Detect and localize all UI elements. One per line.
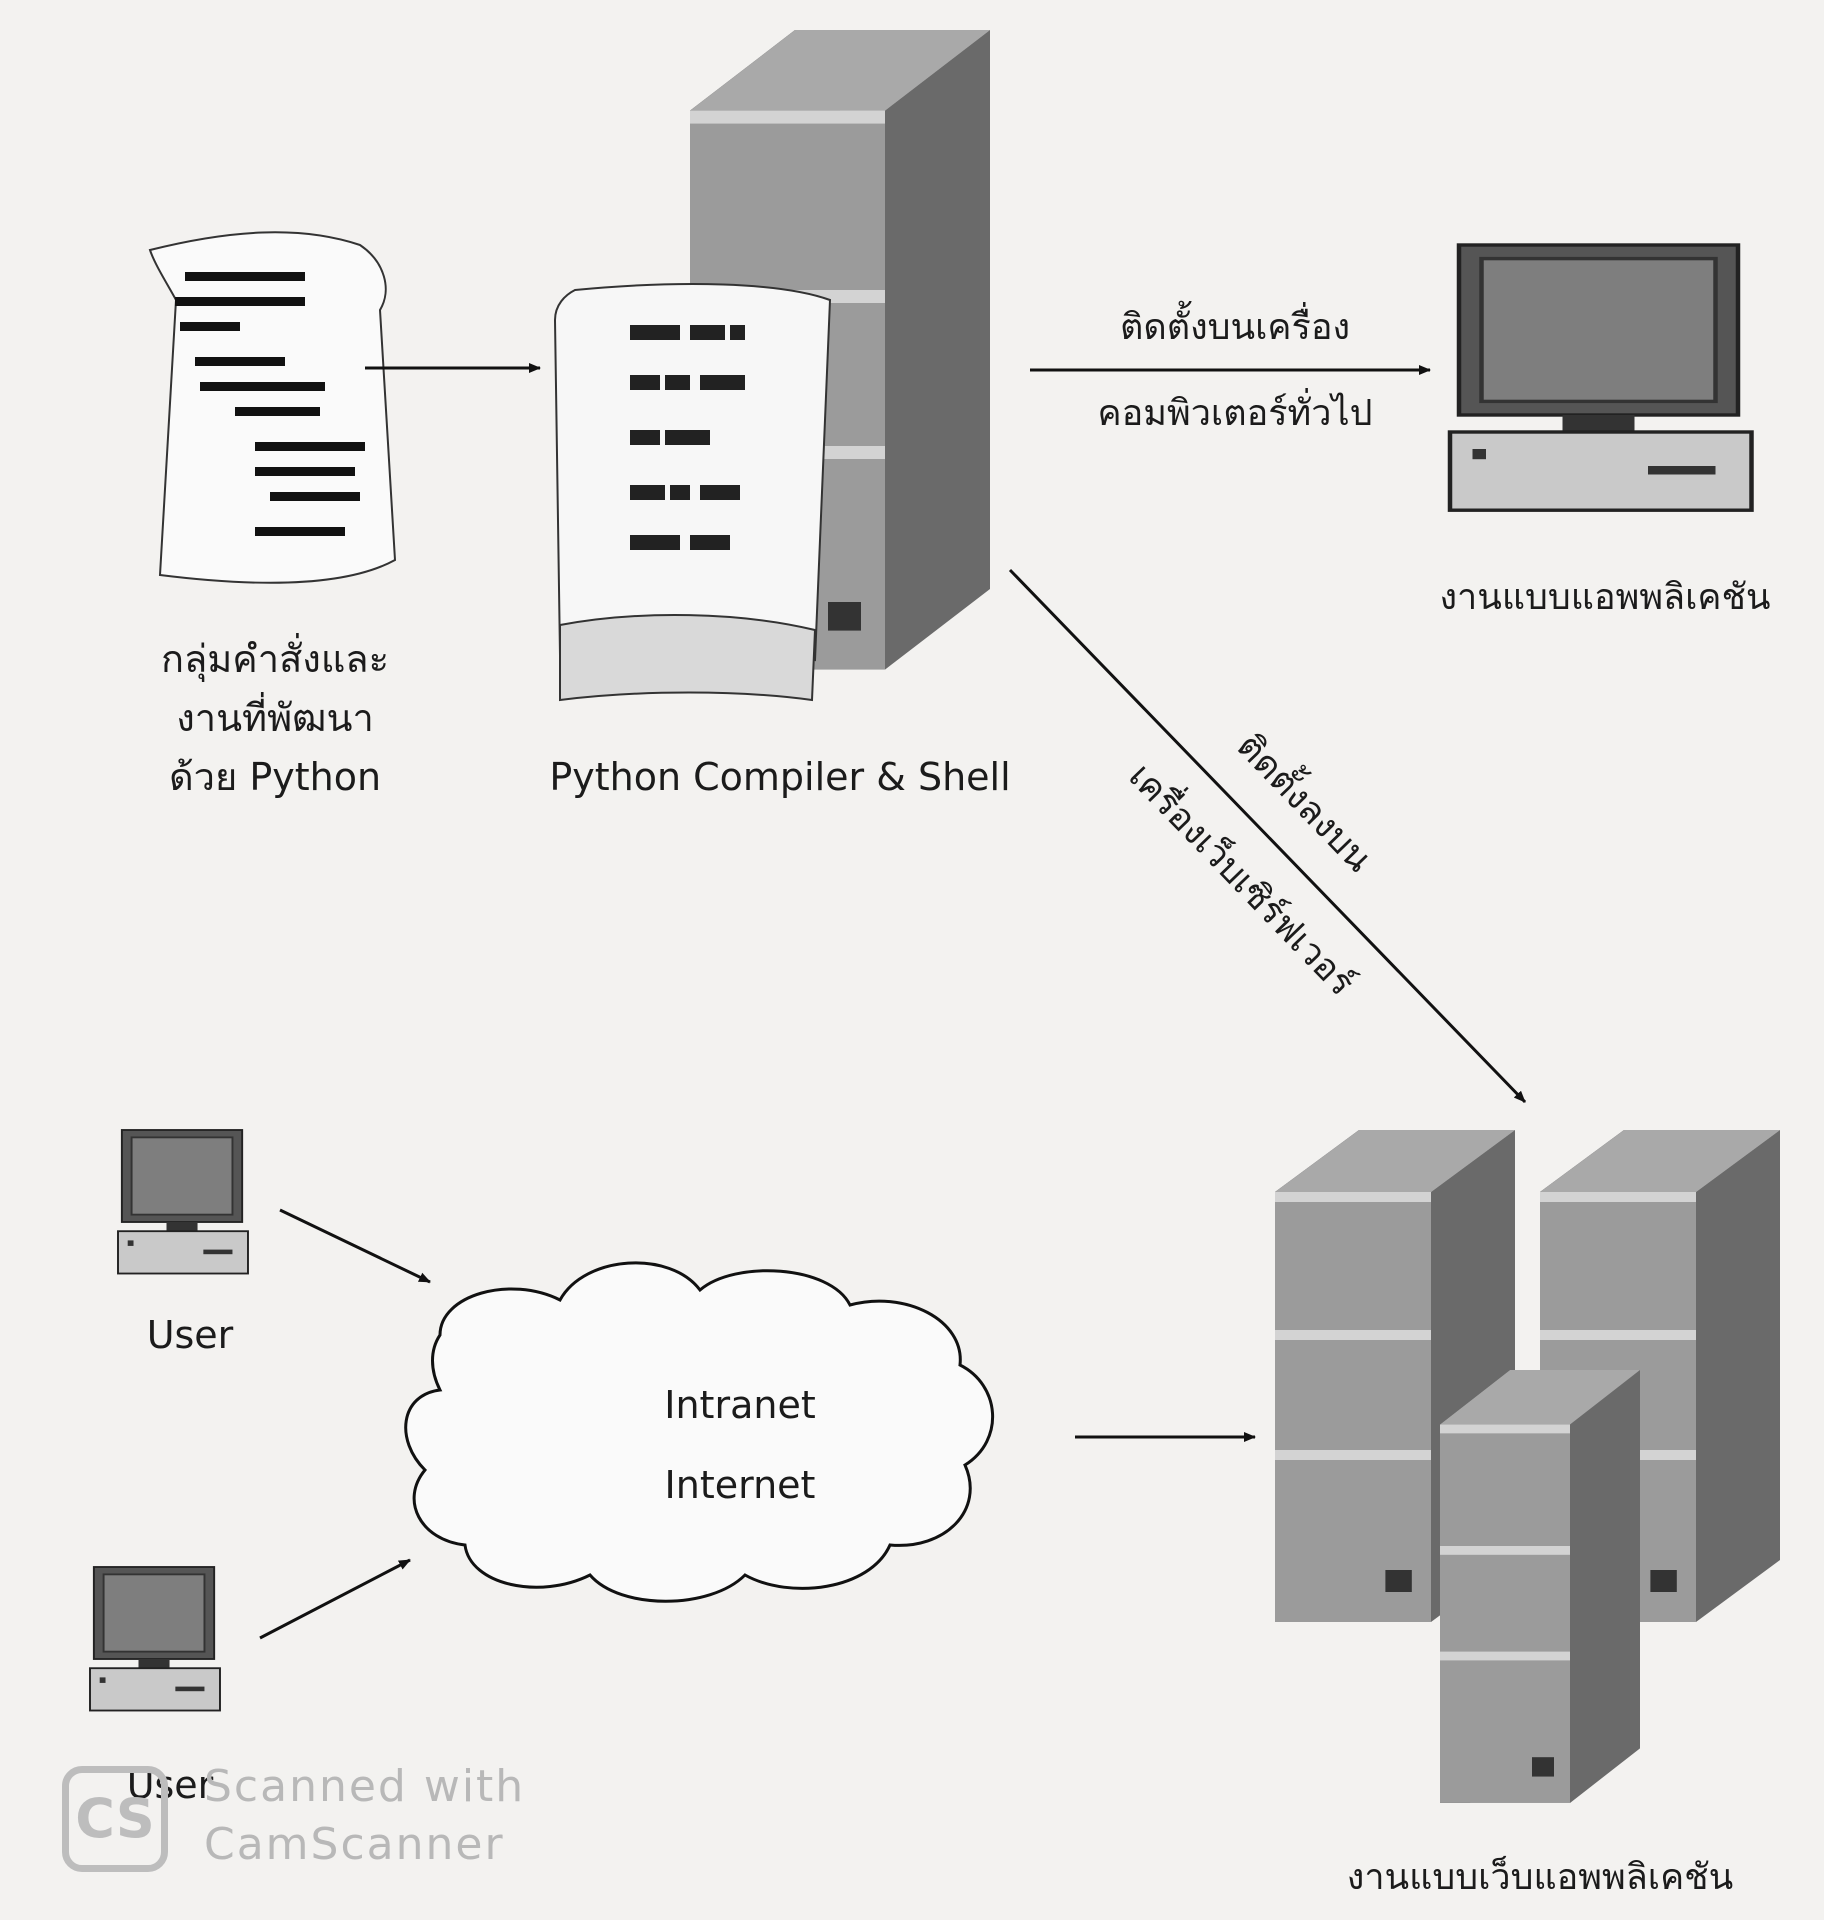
source-code-scroll-icon	[148, 231, 397, 584]
watermark-text: Scanned with CamScanner	[204, 1758, 525, 1874]
web-app-label: งานแบบเว็บแอพพลิเคชัน	[1346, 1857, 1734, 1898]
camscanner-logo: CS	[62, 1766, 168, 1872]
network-label-line2: Internet	[664, 1463, 816, 1507]
install-desktop-label-line2: คอมพิวเตอร์ทั่วไป	[1097, 392, 1373, 434]
arrow-compiler-to-webserver	[1008, 568, 1527, 1104]
user-top-label: User	[146, 1313, 234, 1357]
web-server-cluster-icon	[1275, 1130, 1780, 1803]
source-code-label-line3: ด้วย Python	[168, 754, 382, 799]
arrow-user-top-to-cloud	[279, 1208, 431, 1284]
compiled-output-scroll-icon	[553, 283, 832, 702]
user-computer-top-icon	[117, 1129, 249, 1275]
install-server-label-line2: เครื่องเว็บเซิร์ฟเวอร์	[1121, 752, 1366, 1004]
compiler-label: Python Compiler & Shell	[549, 755, 1011, 799]
network-label-line1: Intranet	[664, 1383, 816, 1427]
install-desktop-label: ติดตั้งบนเครื่อง คอมพิวเตอร์ทั่วไป	[1045, 300, 1425, 442]
arrow-user-bottom-to-cloud	[259, 1558, 411, 1640]
watermark-line1: Scanned with	[204, 1761, 526, 1812]
watermark-line2: CamScanner	[204, 1819, 505, 1870]
desktop-computer-icon	[1450, 245, 1752, 510]
source-code-label-line1: กลุ่มคำสั่งและ	[160, 637, 390, 681]
camscanner-logo-text: CS	[75, 1787, 155, 1850]
network-cloud-icon	[404, 1261, 995, 1603]
desktop-app-label: งานแบบแอพพลิเคชัน	[1439, 577, 1771, 618]
user-computer-bottom-icon	[89, 1566, 221, 1712]
install-server-label-line1: ติดตั้งลงบน	[1229, 721, 1385, 880]
camscanner-watermark: CS Scanned with CamScanner	[62, 1758, 525, 1878]
source-code-label-line2: งานที่พัฒนา	[176, 695, 374, 740]
network-label: Intranet Internet	[600, 1365, 880, 1525]
install-desktop-label-line1: ติดตั้งบนเครื่อง	[1119, 307, 1351, 348]
source-code-label: กลุ่มคำสั่งและ งานที่พัฒนา ด้วย Python	[120, 630, 430, 807]
